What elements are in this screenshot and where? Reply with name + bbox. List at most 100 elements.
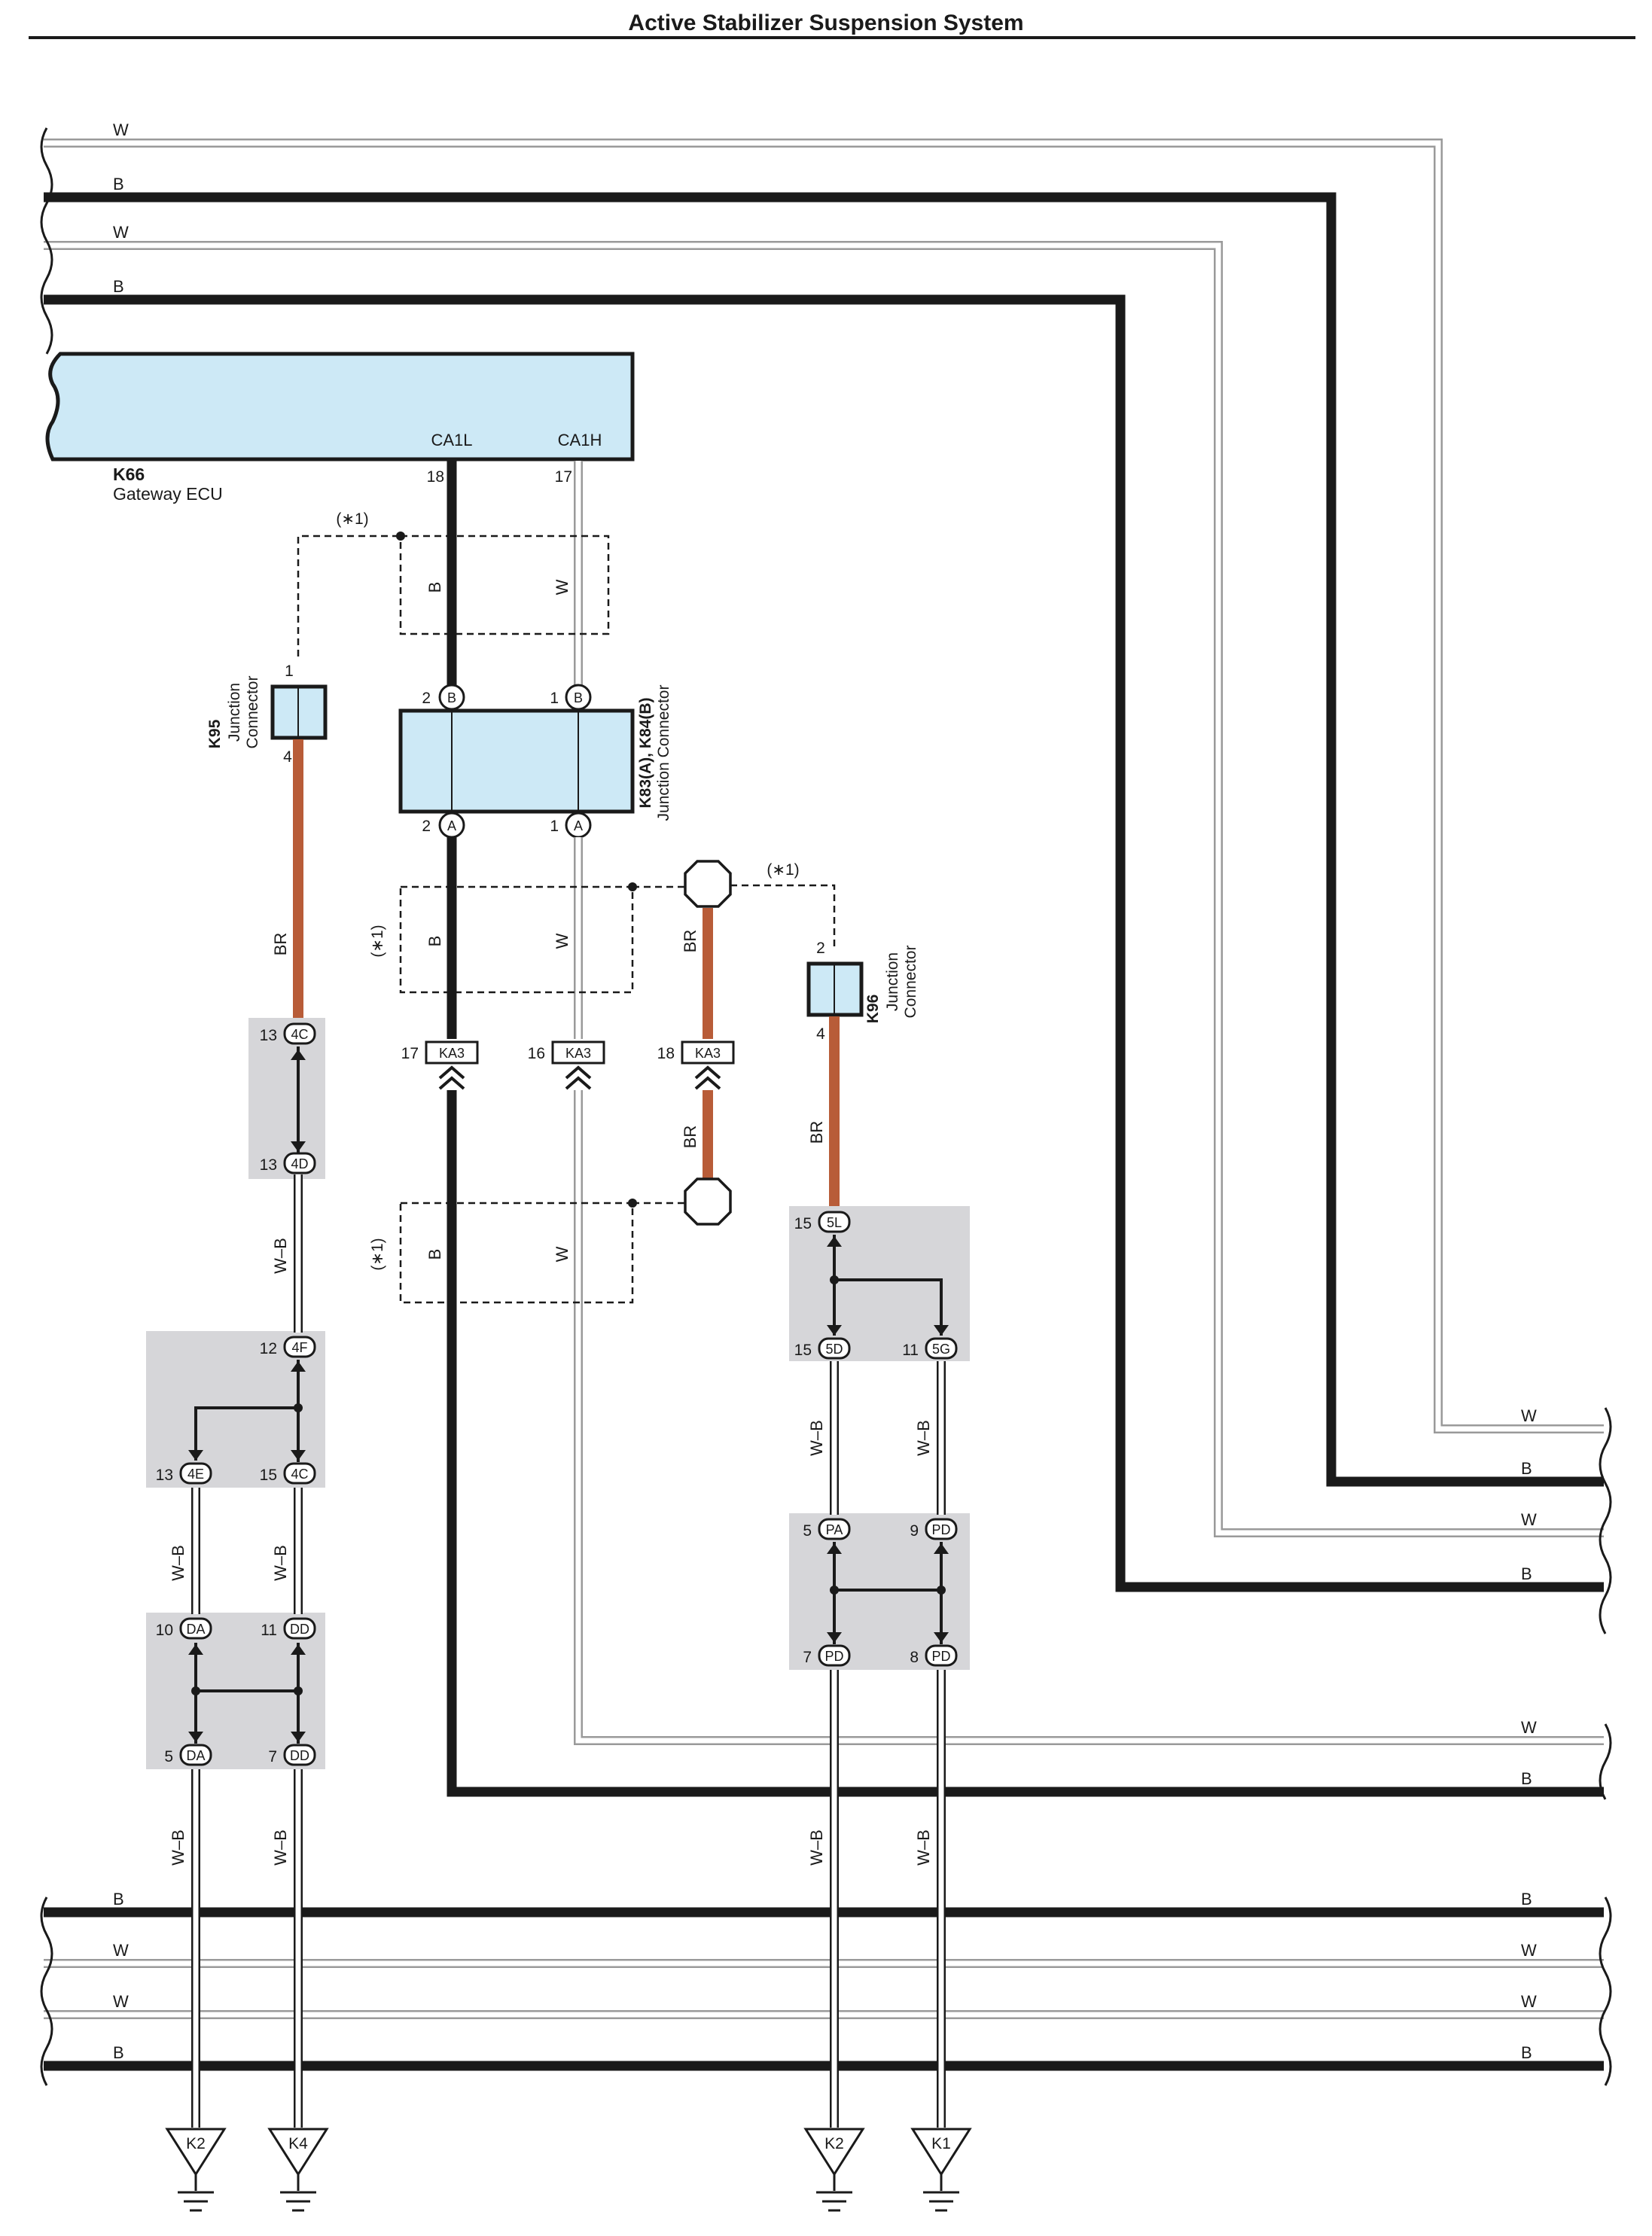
splice-4c-b-label: 4C xyxy=(291,1467,308,1482)
wire-label-w-s2: W xyxy=(553,933,571,949)
k95-name-2: Connector xyxy=(244,676,261,749)
ground-label-k2-a: K2 xyxy=(186,2135,206,2152)
splice-5d-pin: 15 xyxy=(794,1342,812,1359)
ecu-terminal-ca1l: CA1L xyxy=(431,431,472,449)
k83-pin-2-top: 2 xyxy=(422,690,431,707)
ka3-row xyxy=(425,1040,735,1090)
wire-label-w-s1: W xyxy=(553,579,571,595)
wire-ka3-w-run xyxy=(574,1090,1604,1745)
wire-label-br-k95: BR xyxy=(271,933,290,956)
wire-label-br-k96: BR xyxy=(807,1121,826,1144)
wire-label-br-top: BR xyxy=(681,930,700,953)
ka3-pin-16: 16 xyxy=(528,1045,545,1062)
shield-ground-octagon-bottom xyxy=(684,1177,732,1226)
splice-da-a-label: DA xyxy=(186,1622,205,1637)
wire-ka3-b-run xyxy=(447,1090,1604,1797)
wire-label-w2-left: W xyxy=(113,223,129,242)
wire-label-b4-right: B xyxy=(1521,1890,1532,1909)
wire-label-w1-left: W xyxy=(113,120,129,139)
break-mark-right-low xyxy=(1599,1723,1612,1800)
shield-note-3: (∗1) xyxy=(767,861,799,879)
splice-pa-label: PA xyxy=(826,1522,843,1537)
wire-label-wb-8: W–B xyxy=(807,1829,826,1866)
wire-label-b2-left: B xyxy=(113,277,124,296)
break-mark-left-top xyxy=(40,127,53,355)
wire-label-wb-3: W–B xyxy=(271,1545,290,1581)
shield-note-1: (∗1) xyxy=(336,510,368,528)
splice-5l-label: 5L xyxy=(827,1215,842,1230)
wire-label-wb-1: W–B xyxy=(271,1238,290,1274)
wire-label-wb-2: W–B xyxy=(169,1545,187,1581)
ka3-pin-17: 17 xyxy=(401,1045,419,1062)
splice-dd-b-pin: 7 xyxy=(268,1748,277,1765)
wire-label-wb-6: W–B xyxy=(807,1420,826,1456)
splice-4e-pin: 13 xyxy=(156,1467,173,1484)
splice-pd-c-pin: 8 xyxy=(910,1649,919,1666)
splice-5l-pin: 15 xyxy=(794,1215,812,1232)
k83-circ-b-1: B xyxy=(574,690,583,705)
splice-pd-b-label: PD xyxy=(824,1649,843,1664)
splice-da-b-label: DA xyxy=(186,1748,205,1763)
wire-label-b-s2: B xyxy=(425,936,444,947)
wire-label-w3-right: W xyxy=(1521,1718,1537,1737)
k96-pin-2: 2 xyxy=(816,940,825,957)
k96-name-1: Junction xyxy=(884,952,901,1011)
wire-label-b5-left: B xyxy=(113,2043,124,2062)
k83-connector xyxy=(398,708,635,814)
k95-pin-4: 4 xyxy=(283,748,292,766)
splice-pd-b-pin: 7 xyxy=(803,1649,812,1666)
bottom-bus-wires xyxy=(44,1907,1604,2071)
break-mark-left-bottom xyxy=(40,1896,53,2086)
k95-code: K95 xyxy=(206,719,224,748)
k83-pin-2-bottom: 2 xyxy=(422,818,431,835)
ecu-pin-17: 17 xyxy=(555,468,572,486)
page-title: Active Stabilizer Suspension System xyxy=(628,11,1023,35)
wire-label-w1-right: W xyxy=(1521,1406,1537,1425)
shield-note-2: (∗1) xyxy=(369,925,386,957)
ground-label-k4: K4 xyxy=(288,2135,308,2152)
ka3-label-16: KA3 xyxy=(565,1046,591,1061)
top-bus-wires xyxy=(44,139,1604,1592)
ground-label-k2-b: K2 xyxy=(824,2135,844,2152)
ka3-pin-18: 18 xyxy=(657,1045,675,1062)
shield-note-4: (∗1) xyxy=(369,1238,386,1270)
splice-5d-label: 5D xyxy=(825,1342,843,1357)
shield-box-2 xyxy=(399,885,634,994)
shield-box-3 xyxy=(399,1202,634,1304)
ecu-code: K66 xyxy=(113,465,145,484)
splice-4c-b-pin: 15 xyxy=(260,1467,277,1484)
splice-4d-pin: 13 xyxy=(260,1156,277,1174)
splice-dd-a-pin: 11 xyxy=(261,1622,277,1639)
wire-label-w-s3: W xyxy=(553,1246,571,1262)
wire-label-b-s1: B xyxy=(425,582,444,593)
k83-code: K83(A), K84(B) xyxy=(637,697,654,808)
wire-label-b2-right: B xyxy=(1521,1564,1532,1583)
wire-label-w2-right: W xyxy=(1521,1510,1537,1529)
wire-label-wb-9: W–B xyxy=(914,1829,933,1866)
splice-4e-label: 4E xyxy=(187,1467,204,1482)
k95-pin-1: 1 xyxy=(285,663,294,680)
k96-code: K96 xyxy=(864,995,882,1024)
splice-4c-a-pin: 13 xyxy=(260,1027,277,1044)
splice-4c-a-label: 4C xyxy=(291,1027,308,1042)
ka3-label-17: KA3 xyxy=(439,1046,465,1061)
splice-da-b-pin: 5 xyxy=(164,1748,173,1765)
wire-label-w5-left: W xyxy=(113,1992,129,2011)
k83-circ-b-2: B xyxy=(447,690,456,705)
ecu-pin-18: 18 xyxy=(427,468,444,486)
splice-dd-a-label: DD xyxy=(290,1622,309,1637)
k83-pin-1-top: 1 xyxy=(550,690,559,707)
wire-label-b4-left: B xyxy=(113,1890,124,1909)
k83-circ-a-2: A xyxy=(447,818,456,833)
ecu-terminal-ca1h: CA1H xyxy=(558,431,602,449)
splice-pd-a-pin: 9 xyxy=(910,1522,919,1540)
ground-symbols xyxy=(165,2128,972,2212)
splice-pa-pin: 5 xyxy=(803,1522,812,1540)
ground-label-k1: K1 xyxy=(931,2135,951,2152)
wire-label-wb-4: W–B xyxy=(169,1829,187,1866)
k83-circ-a-1: A xyxy=(574,818,583,833)
splice-4f-label: 4F xyxy=(291,1340,307,1355)
splice-5g-pin: 11 xyxy=(902,1342,919,1359)
wire-label-w5-right: W xyxy=(1521,1992,1537,2011)
